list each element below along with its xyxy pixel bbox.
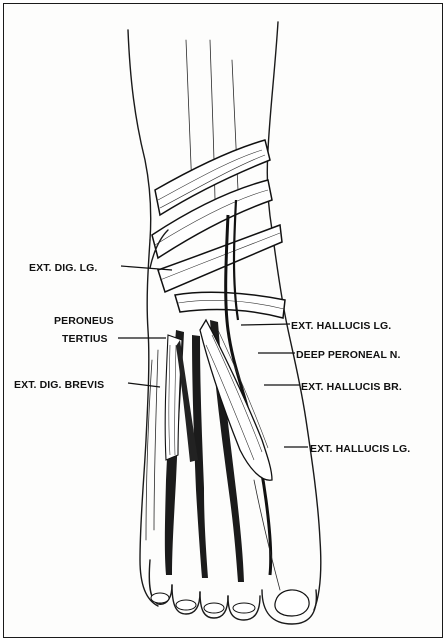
label-tertius: TERTIUS — [62, 333, 108, 345]
label-peroneus: PERONEUS — [54, 315, 114, 327]
toes — [149, 560, 316, 624]
label-ext-hallucis-br: EXT. HALLUCIS BR. — [301, 381, 402, 393]
label-ext-hallucis-lg-upper: EXT. HALLUCIS LG. — [291, 320, 391, 332]
label-ext-hallucis-lg-lower: EXT. HALLUCIS LG. — [310, 443, 410, 455]
extensor-retinaculum — [150, 140, 285, 318]
label-ext-dig-lg: EXT. DIG. LG. — [29, 262, 97, 274]
extensor-tendons — [146, 320, 280, 590]
label-ext-dig-brevis: EXT. DIG. BREVIS — [14, 379, 104, 391]
label-deep-peroneal: DEEP PERONEAL N. — [296, 349, 401, 361]
